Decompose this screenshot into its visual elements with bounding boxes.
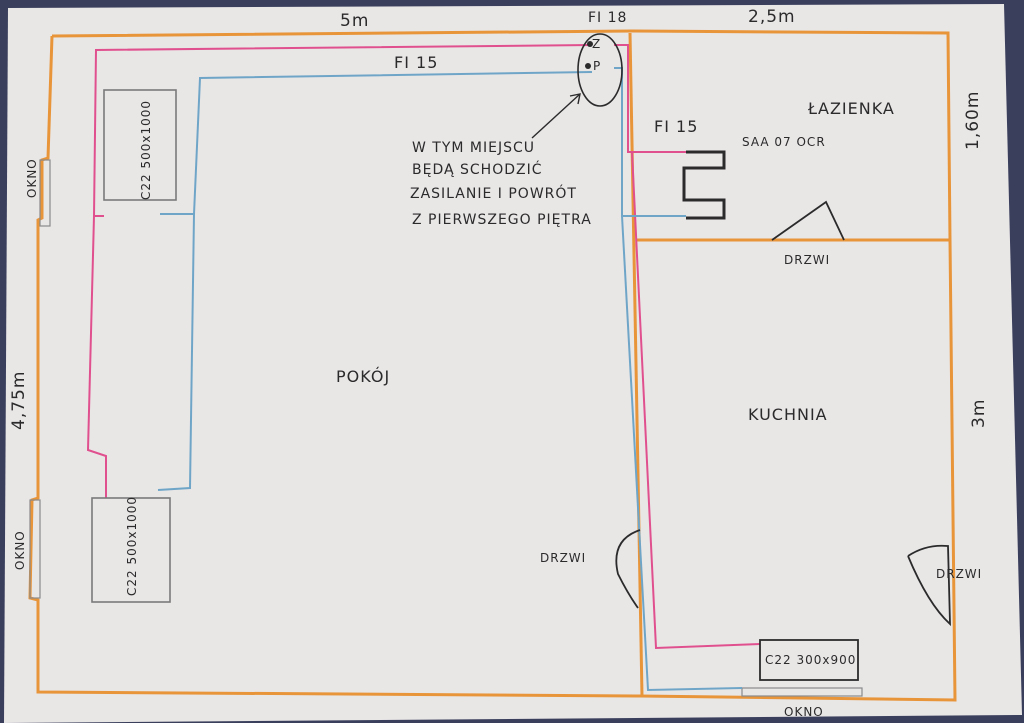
window-label-bottom: OKNO	[784, 705, 824, 719]
dim-top-left: 5m	[340, 11, 369, 31]
radiator-label-upper-left: C22 500x1000	[139, 100, 153, 200]
pipe-label-fi15-top: FI 15	[394, 53, 438, 72]
window-lower-left	[29, 499, 41, 599]
room-label-kuchnia: KUCHNIA	[748, 405, 828, 424]
note-line-2: BĘDĄ SCHODZIĆ	[412, 160, 543, 178]
door-kitchen	[907, 544, 951, 627]
return-pipe	[157, 67, 743, 692]
partition-wall	[628, 32, 644, 697]
door-label-pokoj: DRZWI	[540, 551, 586, 565]
dim-right-top: 1,60m	[963, 91, 983, 150]
room-label-pokoj: POKÓJ	[336, 367, 390, 386]
window-bottom	[741, 687, 863, 697]
walls	[28, 29, 957, 702]
dim-right-bottom: 3m	[969, 399, 989, 428]
riser-note: W TYM MIEJSCU BĘDĄ SCHODZIĆ ZASILANIE I …	[410, 140, 592, 228]
radiator-label-lower-left: C22 500x1000	[125, 496, 139, 596]
return-riser-dot	[585, 63, 591, 69]
pipe-label-fi18: FI 18	[588, 10, 627, 26]
room-label-lazienka: ŁAZIENKA	[807, 99, 895, 118]
radiator-label-bathroom: SAA 07 OCR	[742, 135, 826, 149]
door-pokoj	[615, 529, 641, 609]
radiator-label-kitchen: C22 300x900	[765, 653, 856, 667]
window-upper-left	[39, 159, 51, 227]
riser-circle	[577, 33, 623, 107]
radiator-lower-left	[91, 497, 171, 603]
window-label-lower-left: OKNO	[13, 530, 27, 570]
paper-sheet	[4, 4, 1022, 723]
window-label-upper-left: OKNO	[25, 158, 39, 198]
riser-label-p: P	[593, 59, 601, 73]
door-label-kitchen: DRZWI	[936, 567, 982, 581]
note-line-4: Z PIERWSZEGO PIĘTRA	[412, 212, 592, 228]
supply-pipe	[86, 44, 761, 650]
radiator-kitchen	[759, 639, 859, 681]
note-arrow	[531, 93, 581, 139]
pipe-label-fi15-bath: FI 15	[654, 117, 698, 136]
dim-left: 4,75m	[9, 371, 29, 430]
door-bathroom	[771, 200, 845, 241]
dim-top-right: 2,5m	[748, 7, 796, 27]
radiators	[91, 89, 177, 603]
supply-riser-dot	[587, 41, 593, 47]
radiator-upper-left	[103, 89, 177, 201]
doors	[615, 200, 951, 627]
riser-label-z: Z	[592, 37, 601, 51]
radiator-bathroom	[682, 150, 726, 220]
outer-wall	[28, 29, 957, 702]
note-line-1: W TYM MIEJSCU	[412, 140, 535, 156]
windows-outline	[29, 159, 863, 697]
note-line-3: ZASILANIE I POWRÓT	[410, 184, 577, 202]
door-label-bathroom: DRZWI	[784, 253, 830, 267]
